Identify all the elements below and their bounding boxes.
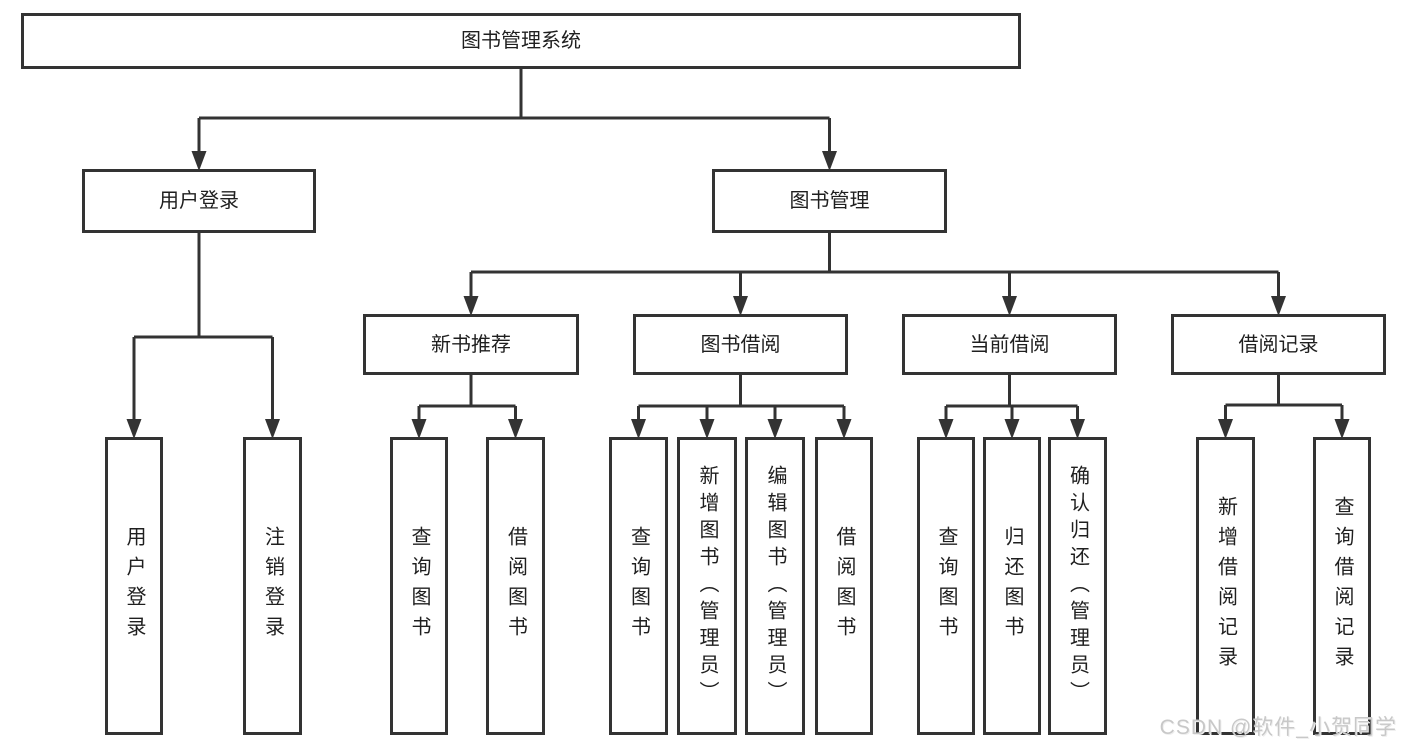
diagram-node-label: 图书借阅 [700,333,781,356]
diagram-node-label: 编辑图书（管理员） [764,464,786,708]
arrowhead-icon [463,296,479,316]
diagram-node-leaf-add-book: 新增图书（管理员） [677,437,737,735]
arrowhead-icon [1004,419,1020,439]
arrowhead-icon [1070,419,1085,439]
diagram-node-label: 查询图书 [627,526,650,646]
diagram-node-leaf-confirm-return: 确认归还（管理员） [1048,437,1107,735]
diagram-node-borrow-records: 借阅记录 [1171,314,1386,375]
diagram-node-label: 注销登录 [261,526,284,646]
arrowhead-icon [836,419,852,439]
diagram-node-current-borrow: 当前借阅 [902,314,1117,375]
diagram-node-new-book-rec: 新书推荐 [363,314,579,375]
diagram-node-label: 图书管理系统 [461,30,581,52]
diagram-node-book-mgmt: 图书管理 [712,169,947,233]
arrowhead-icon [411,419,427,439]
diagram-node-leaf-return-book: 归还图书 [983,437,1041,735]
arrowhead-icon [767,419,783,439]
arrowhead-icon [733,296,748,316]
diagram-node-leaf-logout: 注销登录 [243,437,302,735]
arrowhead-icon [822,151,837,171]
diagram-node-label: 用户登录 [159,190,239,212]
diagram-node-label: 归还图书 [1001,526,1023,646]
diagram-node-book-borrow: 图书借阅 [633,314,848,375]
diagram-node-label: 当前借阅 [969,333,1050,356]
arrowhead-icon [508,419,523,439]
diagram-node-label: 借阅图书 [504,526,527,646]
diagram-node-label: 用户登录 [123,526,145,646]
arrowhead-icon [265,419,280,439]
diagram-node-label: 借阅记录 [1238,333,1319,356]
diagram-node-label: 确认归还（管理员） [1066,464,1089,708]
arrowhead-icon [191,151,207,171]
diagram-node-label: 新增图书（管理员） [696,464,718,708]
diagram-node-leaf-query-book-2: 查询图书 [609,437,668,735]
watermark: CSDN @软件_小贺同学 [1159,716,1397,739]
diagram-node-label: 新增借阅记录 [1214,496,1237,676]
diagram-node-label: 借阅图书 [833,526,855,646]
diagram-node-leaf-query-book-1: 查询图书 [390,437,448,735]
diagram-node-label: 图书管理 [789,190,870,212]
diagram-node-leaf-add-record: 新增借阅记录 [1196,437,1255,735]
diagram-node-leaf-user-login: 用户登录 [105,437,163,735]
diagram-node-user-login: 用户登录 [82,169,316,233]
arrowhead-icon [699,419,715,439]
diagram-node-leaf-query-record: 查询借阅记录 [1313,437,1371,735]
arrowhead-icon [1334,419,1350,439]
diagram-node-leaf-query-book-3: 查询图书 [917,437,975,735]
arrowhead-icon [126,419,142,439]
diagram-node-leaf-edit-book: 编辑图书（管理员） [745,437,805,735]
arrowhead-icon [1002,296,1017,316]
diagram-node-label: 新书推荐 [431,333,511,356]
arrowhead-icon [1218,419,1233,439]
diagram-node-leaf-borrow-book-2: 借阅图书 [815,437,873,735]
diagram-node-leaf-borrow-book-1: 借阅图书 [486,437,545,735]
arrowhead-icon [938,419,954,439]
diagram-node-label: 查询图书 [935,526,957,646]
diagram-node-label: 查询图书 [408,526,430,646]
arrowhead-icon [1271,296,1286,316]
arrowhead-icon [631,419,646,439]
diagram-node-root: 图书管理系统 [21,13,1021,69]
diagram-node-label: 查询借阅记录 [1331,496,1353,676]
